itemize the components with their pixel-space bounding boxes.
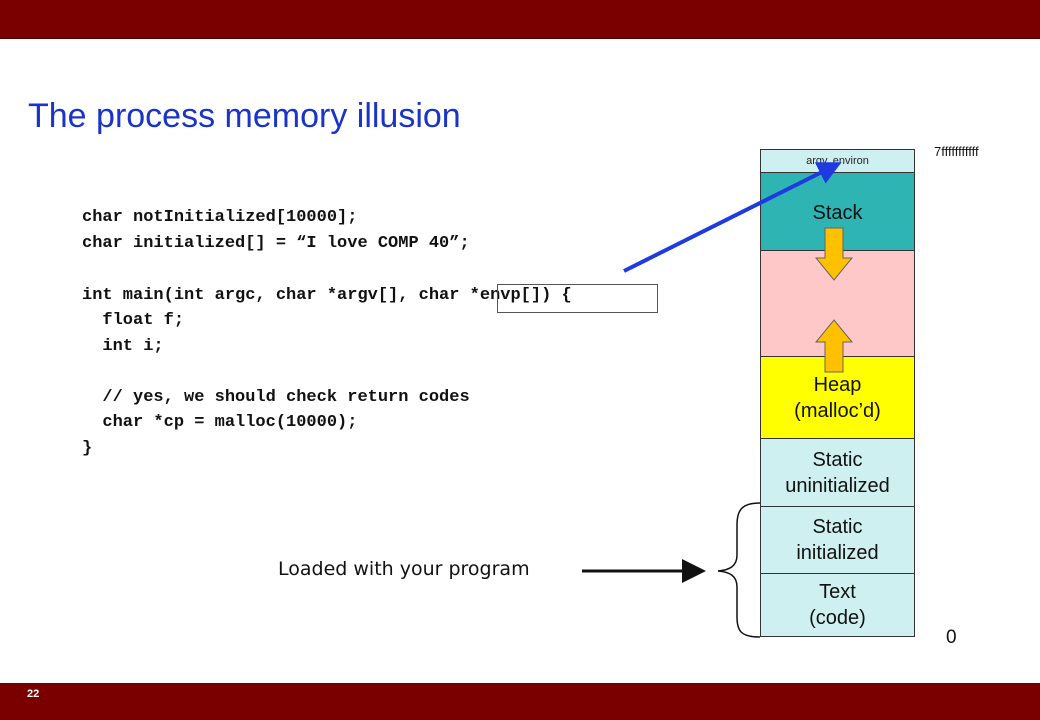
bottom-address-label: 0 [946, 627, 957, 648]
envp-pointer-arrow [623, 162, 842, 273]
code-line-3: int main(int argc, char *argv[], char *e… [82, 286, 572, 305]
heap-growth-up-arrow [814, 319, 854, 373]
page-number: 22 [27, 688, 40, 700]
top-bar [0, 0, 1040, 39]
stack-growth-down-arrow [814, 227, 854, 281]
code-line-8: } [82, 439, 93, 458]
code-line-2: char initialized[] = “I love COMP 40”; [82, 234, 470, 253]
region-text-code: Text (code) [760, 573, 915, 637]
region-static-initialized: Static initialized [760, 506, 915, 574]
code-line-1: char notInitialized[10000]; [82, 208, 358, 227]
code-line-5: int i; [82, 337, 164, 356]
loaded-label: Loaded with your program [278, 558, 530, 580]
loaded-brace [717, 502, 761, 638]
code-line-4: float f; [82, 311, 185, 330]
slide-title: The process memory illusion [28, 97, 461, 135]
top-address-label: 7fffffffffff [934, 144, 979, 159]
code-line-6: // yes, we should check return codes [82, 388, 470, 407]
region-static-uninitialized: Static uninitialized [760, 438, 915, 507]
envp-highlight-box [497, 284, 658, 313]
bottom-bar [0, 683, 1040, 720]
code-line-7: char *cp = malloc(10000); [82, 413, 358, 432]
